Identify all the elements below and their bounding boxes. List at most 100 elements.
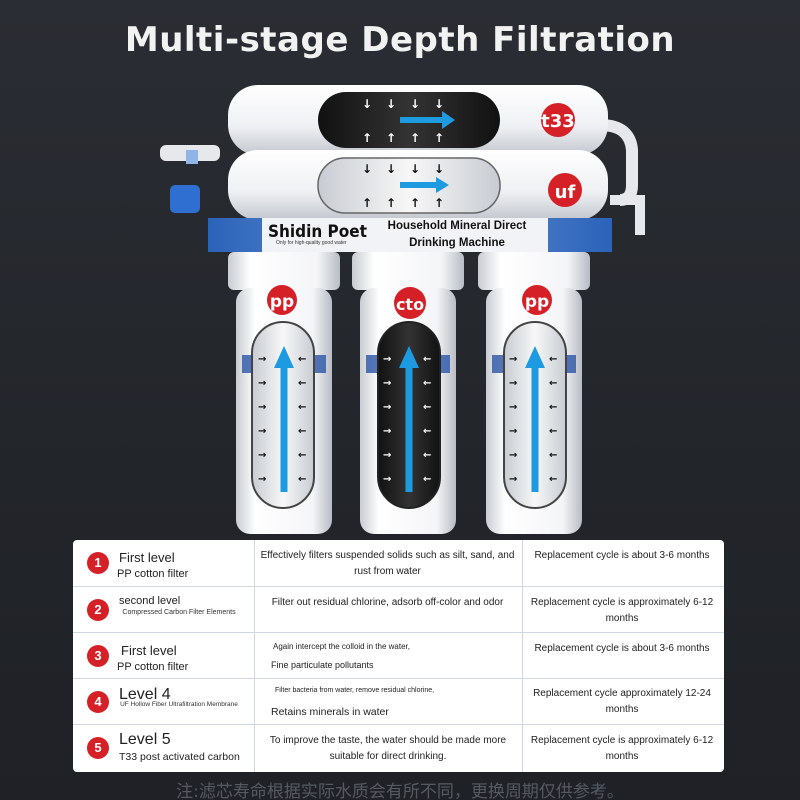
svg-text:↓: ↓ xyxy=(362,97,372,111)
svg-text:↑: ↑ xyxy=(362,196,372,210)
stage-level: second level xyxy=(119,595,181,607)
svg-text:↑: ↑ xyxy=(434,131,444,145)
svg-text:→: → xyxy=(258,450,266,461)
stage-number: 1 xyxy=(87,552,109,574)
badge-pp-2-label: pp xyxy=(525,292,549,312)
badge-t33 xyxy=(541,103,575,137)
svg-text:←: ← xyxy=(549,402,557,413)
svg-text:←: ← xyxy=(298,474,306,485)
svg-text:←: ← xyxy=(549,450,557,461)
svg-text:→: → xyxy=(509,354,517,365)
brand-tagline: Only for high-quality good water xyxy=(276,240,347,246)
svg-text:→: → xyxy=(258,378,266,389)
svg-text:←: ← xyxy=(423,402,431,413)
badge-pp-2 xyxy=(522,285,552,315)
stage-level: Level 5 xyxy=(119,731,171,748)
stage-description-line2: Fine particulate pollutants xyxy=(271,660,374,670)
svg-text:←: ← xyxy=(423,450,431,461)
svg-text:↓: ↓ xyxy=(386,97,396,111)
stage-description: Effectively filters suspended solids suc… xyxy=(260,550,515,577)
badge-uf xyxy=(548,173,582,207)
svg-text:←: ← xyxy=(298,354,306,365)
footnote: 注:滤芯寿命根据实际水质会有所不同，更换周期仅供参考。 xyxy=(176,782,624,800)
svg-text:↑: ↑ xyxy=(386,196,396,210)
stage-description: Filter out residual chlorine, adsorb off… xyxy=(271,597,504,608)
svg-text:↑: ↑ xyxy=(410,131,420,145)
table-row: 5 Level 5 T33 post activated carbon To i… xyxy=(73,724,724,770)
stage-filter-name: Compressed Carbon Filter Elements xyxy=(122,609,236,616)
svg-text:↑: ↑ xyxy=(362,131,372,145)
badge-cto xyxy=(394,287,426,319)
svg-text:←: ← xyxy=(298,426,306,437)
stage-filter-name: PP cotton filter xyxy=(117,661,189,673)
svg-text:↓: ↓ xyxy=(410,162,420,176)
svg-text:→: → xyxy=(258,426,266,437)
page-title: Multi-stage Depth Filtration xyxy=(124,20,676,60)
svg-text:↓: ↓ xyxy=(410,97,420,111)
svg-text:←: ← xyxy=(423,378,431,389)
stage-description-line1: Filter bacteria from water, remove resid… xyxy=(275,687,435,694)
pipe xyxy=(610,195,645,235)
table-row: 3 First level PP cotton filter Again int… xyxy=(73,632,724,678)
badge-cto-label: cto xyxy=(396,295,424,314)
stage-description-line2: Retains minerals in water xyxy=(271,706,389,718)
water-purifier-illustration: ↓ ↓ ↓ ↓ ↑ ↑ ↑ ↑ t33 ↓ ↓ ↓ ↓ ↑ ↑ ↑ ↑ uf → ← → xyxy=(160,85,645,534)
stage-level: First level xyxy=(121,643,177,658)
badge-uf-label: uf xyxy=(555,182,576,203)
stage-number: 3 xyxy=(87,645,109,667)
svg-text:→: → xyxy=(383,354,391,365)
svg-text:↑: ↑ xyxy=(410,196,420,210)
stage-number: 2 xyxy=(87,599,109,621)
stage-filter-name: PP cotton filter xyxy=(117,568,189,580)
stage-level: First level xyxy=(119,550,175,565)
svg-text:→: → xyxy=(383,450,391,461)
svg-text:←: ← xyxy=(423,354,431,365)
svg-text:←: ← xyxy=(549,474,557,485)
brand-name: Shidin Poet xyxy=(268,222,367,242)
stage-level: Level 4 xyxy=(119,686,171,703)
filter-stages-table: 1 First level PP cotton filter Effective… xyxy=(73,540,724,772)
svg-text:←: ← xyxy=(549,426,557,437)
table-row: 1 First level PP cotton filter Effective… xyxy=(73,540,724,586)
stage-number: 5 xyxy=(87,737,109,759)
svg-text:←: ← xyxy=(549,354,557,365)
svg-text:←: ← xyxy=(549,378,557,389)
svg-text:←: ← xyxy=(423,474,431,485)
stage-description-line1: Again intercept the colloid in the water… xyxy=(273,642,410,651)
svg-text:→: → xyxy=(258,402,266,413)
stage-replacement-cycle: Replacement cycle is about 3-6 months xyxy=(534,550,710,561)
badge-t33-label: t33 xyxy=(541,111,575,132)
svg-text:→: → xyxy=(509,402,517,413)
svg-text:↓: ↓ xyxy=(434,162,444,176)
svg-text:→: → xyxy=(258,354,266,365)
svg-text:↑: ↑ xyxy=(434,196,444,210)
svg-text:→: → xyxy=(383,426,391,437)
stage-filter-name: T33 post activated carbon xyxy=(119,751,240,763)
svg-text:→: → xyxy=(509,426,517,437)
svg-text:←: ← xyxy=(423,426,431,437)
badge-pp-1-label: pp xyxy=(270,292,294,312)
svg-text:→: → xyxy=(509,450,517,461)
svg-text:↓: ↓ xyxy=(362,162,372,176)
svg-text:←: ← xyxy=(298,402,306,413)
canister-cto: → ← → ← → ← → ← → ← → ← xyxy=(352,252,464,534)
svg-text:→: → xyxy=(258,474,266,485)
badge-pp-1 xyxy=(267,285,297,315)
valve-icon xyxy=(170,185,200,213)
svg-text:→: → xyxy=(509,378,517,389)
stage-replacement-cycle: Replacement cycle is approximately 6-12 … xyxy=(530,597,714,624)
stage-replacement-cycle: Replacement cycle is approximately 6-12 … xyxy=(530,735,714,762)
table-row: 4 Level 4 UF Hollow Fiber Ultrafiltratio… xyxy=(73,678,724,724)
svg-text:→: → xyxy=(383,378,391,389)
stage-filter-name: UF Hollow Fiber Ultrafiltration Membrane xyxy=(120,701,238,708)
svg-text:↓: ↓ xyxy=(434,97,444,111)
canister-pp-2: →← →← →← →← →← →← xyxy=(478,252,590,534)
stage-description: To improve the taste, the water should b… xyxy=(269,735,507,762)
svg-text:→: → xyxy=(383,474,391,485)
svg-text:↑: ↑ xyxy=(386,131,396,145)
svg-text:→: → xyxy=(383,402,391,413)
brand-description: Household Mineral Direct Drinking Machin… xyxy=(387,220,527,249)
svg-text:↓: ↓ xyxy=(386,162,396,176)
stage-replacement-cycle: Replacement cycle approximately 12-24 mo… xyxy=(533,688,711,715)
